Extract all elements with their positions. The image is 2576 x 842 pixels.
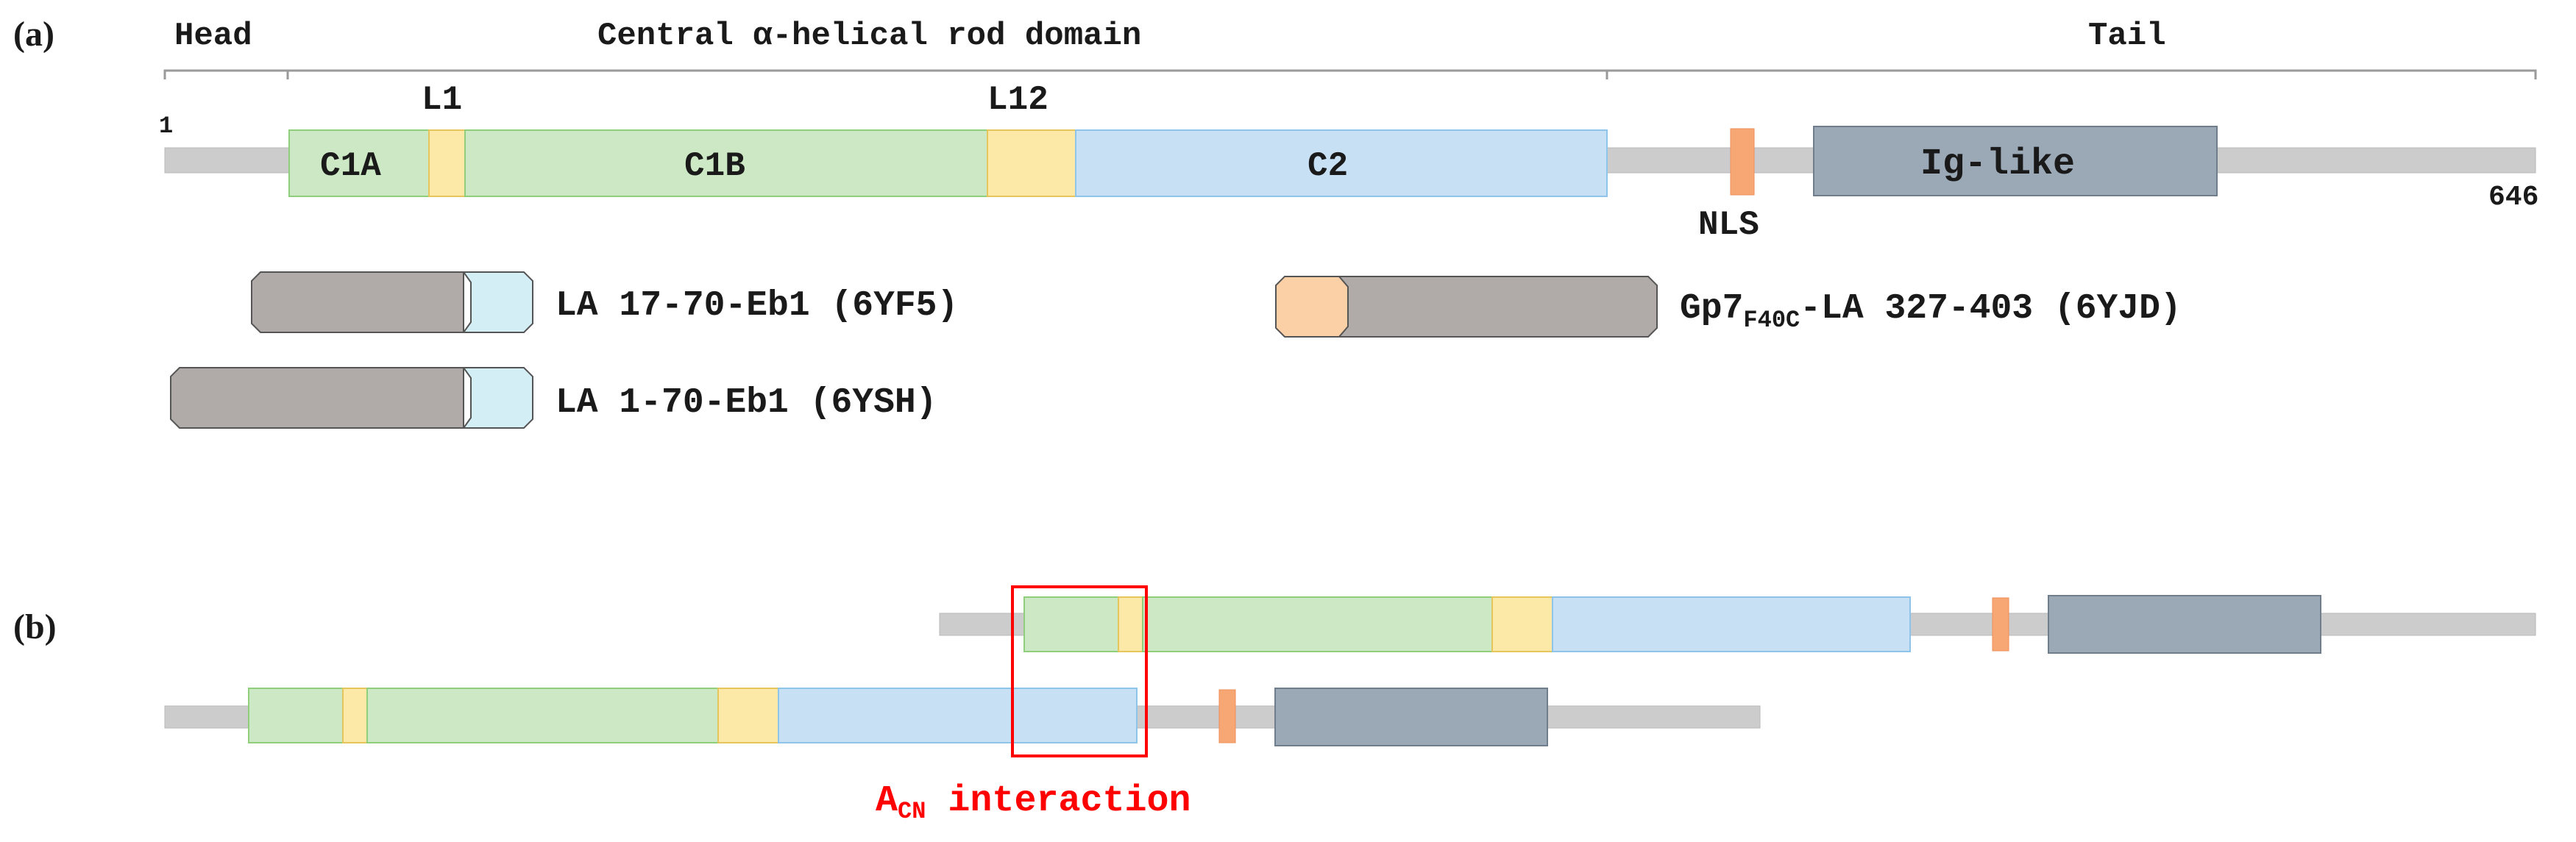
dimer-bottom-nls (1218, 689, 1236, 743)
domain-c2-label: C2 (1307, 147, 1348, 185)
construct-6yjd-label-main: Gp7 (1680, 289, 1743, 329)
construct-6yjd-label-rest: -LA 327-403 (6YJD) (1800, 289, 2181, 329)
construct-6ysh-lamin-segment (170, 367, 464, 429)
rod-bracket (286, 69, 1608, 79)
dimer-top-l12 (1491, 596, 1553, 652)
domain-nls (1730, 128, 1755, 196)
region-tail-label: Tail (2088, 18, 2166, 54)
domain-nls-label: NLS (1698, 206, 1759, 244)
acn-interaction-label-rest: interaction (926, 780, 1191, 822)
construct-6yf5-eb1-segment (462, 271, 533, 333)
dimer-bottom-ig-like (1274, 688, 1548, 746)
dimer-top-l1 (1118, 596, 1143, 652)
domain-ig-like-label: Ig-like (1920, 143, 2075, 185)
dimer-bottom-c1a (248, 688, 344, 743)
region-rod-label: Central α-helical rod domain (597, 18, 1141, 54)
dimer-top-nls (1992, 597, 2009, 652)
domain-c1a (288, 129, 430, 197)
head-bracket (163, 69, 289, 79)
dimer-top-c1a (1023, 596, 1119, 652)
dimer-bottom-c1b (366, 688, 719, 743)
position-start-label: 1 (159, 113, 173, 140)
construct-6yf5-lamin-segment (251, 271, 464, 333)
acn-interaction-label-subscript: CN (898, 798, 926, 825)
acn-interaction-box (1011, 585, 1148, 757)
construct-6ysh-label: LA 1-70-Eb1 (6YSH) (556, 383, 937, 423)
construct-6yjd-label-subscript: F40C (1743, 307, 1800, 334)
construct-6yjd-lamin-segment (1337, 276, 1658, 338)
position-end-label: 646 (2488, 182, 2538, 213)
domain-ig-like (1813, 126, 2218, 196)
construct-6yjd: Gp7F40C-LA 327-403 (6YJD) (1275, 276, 2182, 338)
dimer-top-c2 (1552, 596, 1911, 652)
dimer-bottom-strand (164, 688, 1761, 746)
region-head-label: Head (174, 18, 252, 54)
dimer-top-c1b (1142, 596, 1493, 652)
panel-b-label: (b) (13, 607, 57, 646)
construct-6yf5-label: LA 17-70-Eb1 (6YF5) (556, 286, 958, 326)
domain-c2 (1075, 129, 1608, 197)
construct-6yf5: LA 17-70-Eb1 (6YF5) (251, 271, 958, 333)
domain-c1b-label: C1B (684, 147, 745, 185)
domain-l1 (428, 129, 466, 197)
tail-bracket (1605, 69, 2537, 79)
panel-a-label: (a) (13, 15, 54, 54)
domain-l12-label: L12 (987, 81, 1049, 119)
construct-6ysh: LA 1-70-Eb1 (6YSH) (170, 367, 937, 429)
dimer-bottom-l1 (342, 688, 368, 743)
dimer-bottom-l12 (717, 688, 779, 743)
domain-c1a-label: C1A (320, 147, 381, 185)
region-brackets (163, 69, 2537, 79)
construct-6yjd-label: Gp7F40C-LA 327-403 (6YJD) (1680, 289, 2182, 334)
domain-l12 (987, 129, 1076, 197)
construct-6ysh-eb1-segment (462, 367, 533, 429)
dimer-bottom-c2 (778, 688, 1138, 743)
acn-interaction-label: ACN interaction (876, 780, 1191, 825)
dimer-top-ig-like (2048, 595, 2321, 654)
domain-l1-label: L1 (422, 81, 462, 119)
dimer-top-strand (939, 595, 2536, 654)
construct-6yjd-gp7-segment (1275, 276, 1349, 338)
domain-c1b (464, 129, 988, 197)
acn-interaction-label-main: A (876, 780, 898, 822)
